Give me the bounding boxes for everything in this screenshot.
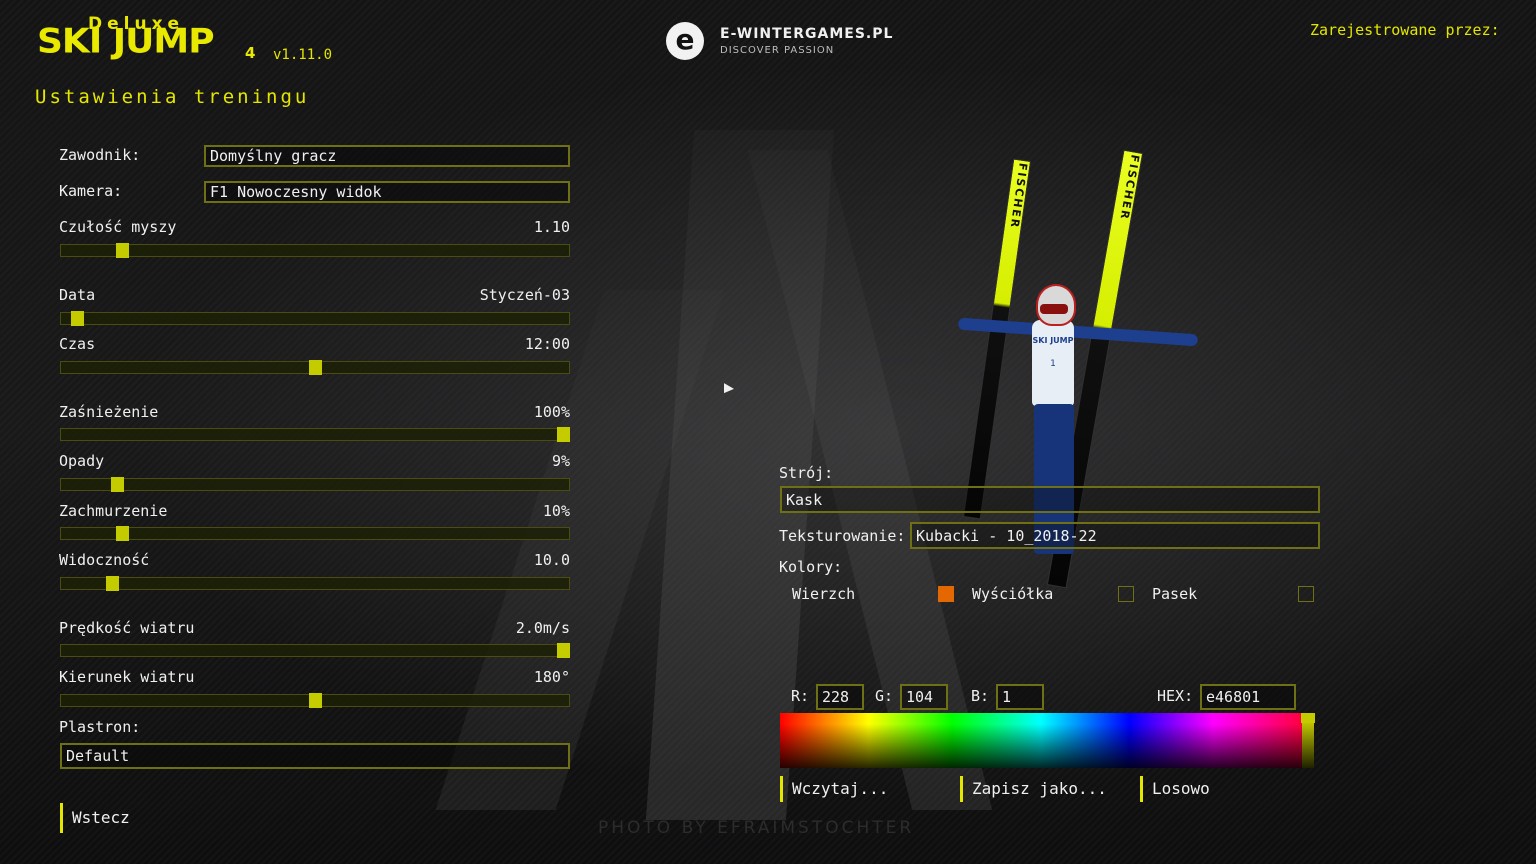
colors-label: Kolory: (779, 558, 843, 576)
slider-knob[interactable] (105, 576, 119, 591)
partner-logo-icon: e (666, 22, 704, 60)
logo-deluxe: Deluxe (88, 14, 185, 34)
color-swatch-lining[interactable] (1118, 586, 1134, 602)
hex-input[interactable]: e46801 (1200, 684, 1296, 710)
slider-knob[interactable] (115, 526, 129, 541)
outfit-label: Strój: (779, 464, 834, 482)
texture-field[interactable]: Kubacki - 10_2018-22 (910, 522, 1320, 549)
slider-knob[interactable] (115, 243, 129, 258)
slider-label-date: Data (59, 286, 96, 304)
slider-value-mouse-sensitivity: 1.10 (533, 218, 570, 236)
left-ski: FISCHER (962, 158, 1032, 520)
slider-label-mouse-sensitivity: Czułość myszy (59, 218, 177, 236)
page-title: Ustawienia treningu (35, 86, 310, 108)
slider-value-cloudiness: 10% (542, 502, 570, 520)
slider-knob[interactable] (309, 693, 322, 708)
slider-knob[interactable] (70, 311, 84, 326)
game-logo: SKI JUMP (37, 22, 215, 61)
wind-direction-slider[interactable] (60, 693, 570, 708)
logo-number: 4 (245, 44, 256, 62)
color-slot-label-stripe: Pasek (1152, 585, 1198, 603)
color-slot-label-lining: Wyściółka (972, 585, 1054, 603)
mouse-sensitivity-slider[interactable] (60, 243, 570, 258)
outfit-field[interactable]: Kask (780, 486, 1320, 513)
slider-label-wind-speed: Prędkość wiatru (59, 619, 195, 637)
bib-number: 1 (1050, 359, 1056, 369)
random-button[interactable]: Losowo (1140, 776, 1210, 802)
visibility-slider[interactable] (60, 576, 570, 591)
brightness-bar[interactable] (1302, 713, 1314, 768)
slider-label-snow-cover: Zaśnieżenie (59, 403, 159, 421)
slider-value-snow-cover: 100% (533, 403, 570, 421)
player-label: Zawodnik: (59, 146, 141, 164)
b-label: B: (971, 687, 990, 705)
slider-knob[interactable] (557, 643, 570, 658)
green-input[interactable]: 104 (900, 684, 948, 710)
r-label: R: (791, 687, 810, 705)
texture-label: Teksturowanie: (779, 527, 906, 545)
blue-input[interactable]: 1 (996, 684, 1044, 710)
camera-label: Kamera: (59, 182, 123, 200)
precipitation-slider[interactable] (60, 477, 570, 492)
slider-knob[interactable] (557, 427, 570, 442)
brightness-knob[interactable] (1301, 713, 1315, 723)
date-slider[interactable] (60, 311, 570, 326)
slider-value-time: 12:00 (524, 335, 570, 353)
slider-label-cloudiness: Zachmurzenie (59, 502, 168, 520)
color-swatch-stripe[interactable] (1298, 586, 1314, 602)
camera-field[interactable]: F1 Nowoczesny widok (204, 181, 570, 203)
slider-label-wind-direction: Kierunek wiatru (59, 668, 195, 686)
save-as-button[interactable]: Zapisz jako... (960, 776, 1107, 802)
slider-knob[interactable] (309, 360, 322, 375)
time-slider[interactable] (60, 360, 570, 375)
snow-cover-slider[interactable] (60, 427, 570, 442)
g-label: G: (875, 687, 894, 705)
jumper-preview: FISCHER FISCHER SKI JUMP 1 (940, 140, 1210, 610)
bib-text: SKI JUMP (1032, 336, 1074, 345)
partner-slogan: DISCOVER PASSION (720, 45, 835, 56)
slider-value-wind-speed: 2.0m/s (515, 619, 570, 637)
slider-value-precipitation: 9% (551, 452, 570, 470)
partner-name: E-WINTERGAMES.PL (720, 26, 894, 42)
wind-speed-slider[interactable] (60, 643, 570, 658)
slider-knob[interactable] (110, 477, 124, 492)
ski-brand-text: FISCHER (1117, 153, 1142, 222)
color-swatch-top[interactable] (938, 586, 954, 602)
slider-value-visibility: 10.0 (533, 551, 570, 569)
color-spectrum-picker[interactable] (780, 713, 1302, 768)
slider-value-wind-direction: 180° (533, 668, 570, 686)
slider-label-precipitation: Opady (59, 452, 105, 470)
hex-label: HEX: (1157, 687, 1194, 705)
red-input[interactable]: 228 (816, 684, 864, 710)
ski-brand-text: FISCHER (1007, 162, 1030, 230)
bib-label: Plastron: (59, 718, 141, 736)
slider-label-time: Czas (59, 335, 96, 353)
slider-label-visibility: Widoczność (59, 551, 150, 569)
back-button[interactable]: Wstecz (60, 803, 130, 833)
jumper-legs (1034, 404, 1074, 554)
slider-value-date: Styczeń-03 (479, 286, 570, 304)
jumper-goggles (1040, 304, 1068, 314)
load-button[interactable]: Wczytaj... (780, 776, 888, 802)
color-slot-label-top: Wierzch (792, 585, 856, 603)
bib-field[interactable]: Default (60, 743, 570, 769)
photo-credit-watermark: PHOTO BY EFRAIMSTOCHTER (598, 818, 915, 838)
registered-label: Zarejestrowane przez: (1310, 21, 1500, 39)
version-label: v1.11.0 (273, 47, 333, 63)
cloudiness-slider[interactable] (60, 526, 570, 541)
jumper-bib: SKI JUMP 1 (1032, 320, 1074, 406)
player-field[interactable]: Domyślny gracz (204, 145, 570, 167)
